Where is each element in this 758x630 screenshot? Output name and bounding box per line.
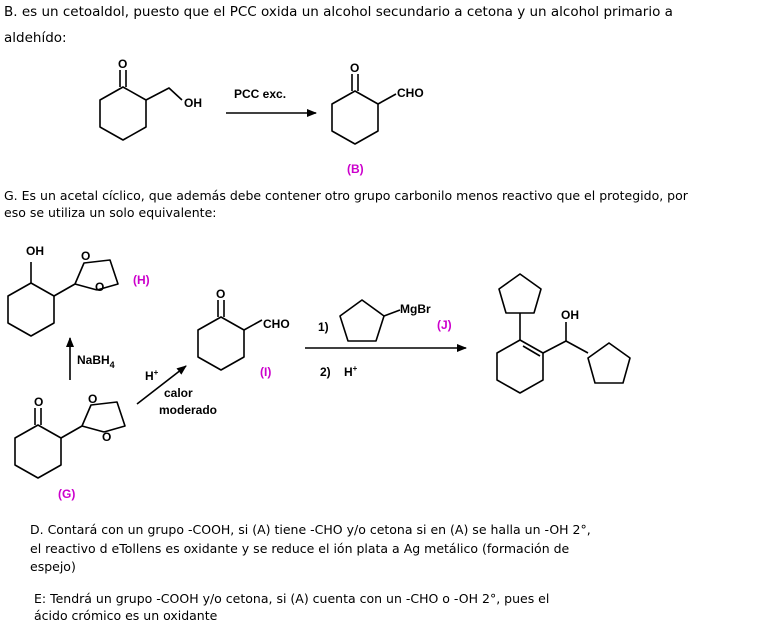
atom-oh: OH [184, 96, 202, 110]
reagent-moderado: moderado [159, 403, 217, 417]
atom-cho: CHO [263, 317, 290, 331]
molecule-h-hydroxy-acetal: OH O O [7, 244, 119, 337]
reagent-pcc: PCC exc. [234, 87, 286, 101]
step-1: 1) [318, 320, 329, 334]
molecule-i-ketoaldehyde: O CHO [197, 287, 290, 371]
cyclopentyl-grignard: MgBr [339, 299, 431, 342]
paragraph-d-line1: D. Contará con un grupo -COOH, si (A) ti… [30, 522, 591, 537]
atom-oh: OH [26, 244, 44, 258]
step-2: 2) [320, 365, 331, 379]
label-i: (I) [260, 365, 271, 379]
label-j: (J) [437, 318, 452, 332]
atom-oh: OH [561, 308, 579, 322]
label-g: (G) [58, 487, 75, 501]
atom-o: O [88, 392, 97, 406]
paragraph-d-line3: espejo) [30, 559, 76, 574]
molecule-hydroxymethyl-cyclohexanol: O OH [99, 57, 202, 141]
paragraph-d-line2: el reactivo d eTollens es oxidante y se … [30, 541, 570, 556]
atom-mgbr: MgBr [400, 302, 431, 316]
paragraph-g-line2: eso se utiliza un solo equivalente: [4, 205, 217, 220]
atom-o: O [81, 249, 90, 263]
step-2-h-plus: H+ [344, 364, 358, 379]
paragraph-b-line2: aldehído: [4, 30, 67, 46]
atom-o: O [34, 395, 43, 409]
molecule-g-keto-acetal: O O O [14, 392, 126, 479]
atom-o: O [350, 61, 359, 75]
atom-o: O [102, 430, 111, 444]
molecule-product-cyclohexene: OH [496, 273, 631, 394]
label-b: (B) [347, 162, 364, 176]
atom-o: O [118, 57, 127, 71]
atom-o: O [95, 280, 104, 294]
label-h: (H) [133, 273, 150, 287]
paragraph-g-line1: G. Es un acetal cíclico, que además debe… [4, 188, 688, 203]
reagent-h-plus: H+ [145, 368, 159, 383]
atom-cho: CHO [397, 86, 424, 100]
atom-o: O [216, 287, 225, 301]
reagent-nabh4: NaBH4 [77, 353, 115, 370]
deprotection-arrow [136, 365, 187, 405]
molecule-b-ketoaldehyde: O CHO [331, 61, 424, 145]
paragraph-e-line2: ácido crómico es un oxidante [34, 608, 218, 623]
reagent-calor: calor [164, 386, 193, 400]
paragraph-e-line1: E: Tendrá un grupo -COOH y/o cetona, si … [34, 591, 550, 606]
paragraph-b-line1: B. es un cetoaldol, puesto que el PCC ox… [4, 4, 673, 20]
